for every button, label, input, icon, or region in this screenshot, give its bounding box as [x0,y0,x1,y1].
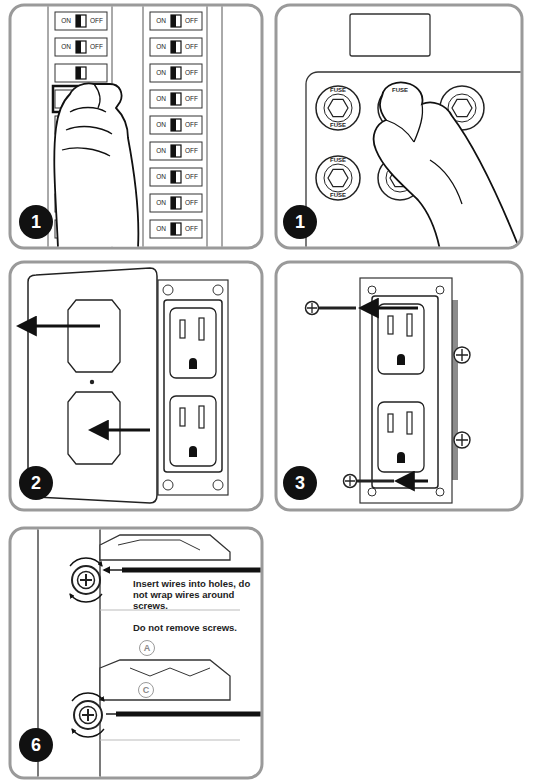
panel-frame [10,262,262,510]
callout-letter: A [139,640,155,656]
panel-frame [276,262,522,510]
callout-letter-text: A [144,644,151,653]
breaker-label: ON [56,44,76,51]
breaker-label: ON [151,44,171,51]
fuse-label: FUSE [323,122,353,128]
instruction-note: Insert wires into holes, do not wrap wir… [133,578,257,612]
wire [116,712,261,717]
hand [54,83,138,246]
breaker-label: ON [56,18,76,25]
breaker-label: OFF [181,200,202,207]
breaker-label: OFF [181,122,202,129]
fuse-label: FUSE [323,87,353,93]
breaker-label: OFF [181,174,202,181]
breaker-label: ON [151,174,171,181]
breaker-label: OFF [181,226,202,233]
fuse-panel [306,14,521,247]
breaker-label: ON [151,148,171,155]
breaker-label: ON [151,122,171,129]
step-number-text: 1 [295,213,305,231]
callout-letter-text: C [143,686,150,695]
wall-plate [28,268,157,503]
step-number: 1 [19,205,53,239]
direction-arrow [20,325,100,328]
step-number: 3 [283,466,317,500]
step-number: 1 [283,205,317,239]
mounting-screw-panel [306,278,471,503]
fuse-label: FUSE [385,87,415,93]
breaker-label: ON [151,96,171,103]
step-number-text: 2 [31,474,41,492]
direction-arrow [92,429,150,432]
step-number-text: 6 [31,736,41,754]
breaker-label: OFF [181,96,202,103]
breaker-label: OFF [181,44,202,51]
breaker-label: ON [151,200,171,207]
screw [344,475,357,488]
wiring-panel [38,530,261,777]
breaker-label: ON [151,18,171,25]
direction-arrow [362,307,418,310]
breaker-label: OFF [181,18,202,25]
wire [122,568,261,573]
breaker-label: OFF [86,18,107,25]
breaker-label: ON [151,226,171,233]
step-number-text: 1 [31,213,41,231]
step-number: 6 [19,728,53,762]
step-number: 2 [19,466,53,500]
wall-plate-panel [20,268,228,503]
hand [374,83,520,247]
warning-note: Do not remove screws. [133,622,257,633]
breaker-label: OFF [181,148,202,155]
direction-arrow [398,480,428,483]
breaker-label: OFF [86,44,107,51]
breaker-label: OFF [181,70,202,77]
breaker-label: ON [151,70,171,77]
step-number-text: 3 [295,474,305,492]
screw [306,302,319,315]
fuse-label: FUSE [323,157,353,163]
callout-letter: C [138,682,154,698]
breaker-panel [48,7,222,247]
fuse-label: FUSE [323,192,353,198]
